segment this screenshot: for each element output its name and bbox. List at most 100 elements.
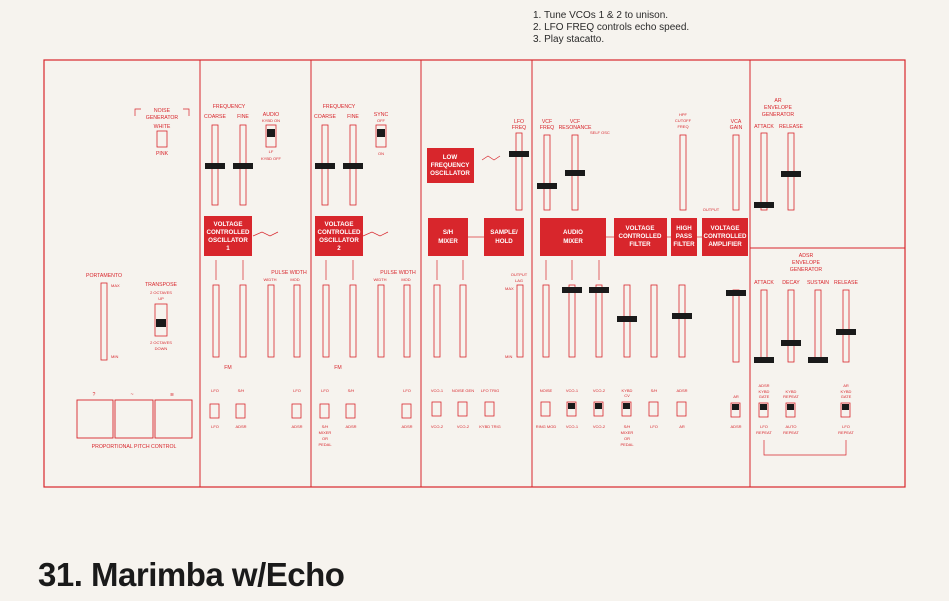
svg-text:FREQUENCY: FREQUENCY: [431, 162, 471, 169]
svg-text:RESONANCE: RESONANCE: [559, 125, 592, 131]
vca-section: VCA GAIN OUTPUT VOLTAGE CONTROLLED AMPLI…: [702, 119, 748, 429]
svg-text:VOLTAGE: VOLTAGE: [214, 221, 243, 228]
svg-text:ENVELOPE: ENVELOPE: [764, 105, 793, 111]
svg-text:DECAY: DECAY: [782, 280, 800, 286]
mixer-vco2-slider[interactable]: [595, 284, 603, 358]
svg-text:FREQUENCY: FREQUENCY: [323, 104, 356, 110]
portamento-slider[interactable]: [100, 282, 108, 361]
hpf-cutoff-slider[interactable]: [679, 134, 687, 211]
vca-mod-slider[interactable]: [732, 289, 740, 363]
pitch-pad-3[interactable]: [154, 399, 193, 439]
adsr-sustain-slider[interactable]: [814, 289, 822, 363]
svg-text:S/H: S/H: [348, 388, 355, 393]
sh-source-switch-2[interactable]: [457, 401, 468, 417]
vcf-mod-slider-2[interactable]: [650, 284, 658, 358]
svg-text:KYBD TRIG: KYBD TRIG: [479, 424, 501, 429]
mixer-vco1-slider[interactable]: [568, 284, 576, 358]
svg-text:MOD: MOD: [401, 277, 410, 282]
vca-gain-slider[interactable]: [732, 134, 740, 211]
sh-trigger-switch[interactable]: [484, 401, 495, 417]
svg-text:LF: LF: [269, 149, 274, 154]
svg-text:LFO: LFO: [760, 424, 768, 429]
svg-text:VCF: VCF: [570, 119, 580, 125]
svg-text:PASS: PASS: [676, 233, 692, 240]
adsr-repeat-switch[interactable]: [785, 402, 796, 418]
svg-text:ATTACK: ATTACK: [754, 124, 774, 130]
vco2-pw-width-slider[interactable]: [377, 284, 385, 358]
vco1-fm-source-switch-1[interactable]: [209, 403, 220, 419]
svg-text:LFO TRIG: LFO TRIG: [481, 388, 499, 393]
svg-text:GAIN: GAIN: [730, 125, 743, 131]
vco1-fm-slider-1[interactable]: [212, 284, 220, 358]
output-lag-slider[interactable]: [516, 284, 524, 358]
svg-text:OSCILLATOR: OSCILLATOR: [208, 237, 248, 244]
vcf-kybd-switch[interactable]: [621, 401, 632, 417]
svg-text:COARSE: COARSE: [204, 114, 226, 120]
noise-generator: NOISE GENERATOR WHITE PINK: [134, 108, 190, 157]
vco1-fm-source-switch-2[interactable]: [235, 403, 246, 419]
svg-text:MAX: MAX: [111, 283, 120, 288]
svg-text:AUDIO: AUDIO: [263, 112, 279, 118]
panel-frame: [43, 59, 906, 488]
adsr-decay-slider[interactable]: [787, 289, 795, 363]
vcf-env-switch[interactable]: [676, 401, 687, 417]
vca-box: [702, 218, 748, 256]
vco2-pw-mod-slider[interactable]: [403, 284, 411, 358]
svg-text:PULSE WIDTH: PULSE WIDTH: [380, 270, 416, 276]
svg-text:LFO: LFO: [321, 388, 329, 393]
svg-text:REPEAT: REPEAT: [756, 430, 772, 435]
pitch-pad-1[interactable]: [76, 399, 114, 439]
vcf-freq-slider[interactable]: [543, 134, 551, 211]
mixer-vco1-switch[interactable]: [566, 401, 577, 417]
mixer-noise-switch[interactable]: [540, 401, 551, 417]
svg-text:AR: AR: [774, 98, 781, 104]
vco2-pw-source-switch[interactable]: [401, 403, 412, 419]
svg-text:VOLTAGE: VOLTAGE: [626, 225, 655, 232]
vcf-sh-switch[interactable]: [648, 401, 659, 417]
svg-text:LFO: LFO: [293, 388, 301, 393]
svg-text:OUTPUT: OUTPUT: [703, 207, 720, 212]
transpose-switch[interactable]: [154, 303, 168, 337]
vco2-fm-source-switch-2[interactable]: [345, 403, 356, 419]
sh-source-switch-1[interactable]: [431, 401, 442, 417]
mixer-vco2-switch[interactable]: [593, 401, 604, 417]
sh-mixer-slider-1[interactable]: [433, 284, 441, 358]
adsr-trigger-switch[interactable]: [758, 402, 769, 418]
vco1-pw-width-slider[interactable]: [267, 284, 275, 358]
svg-text:GENERATOR: GENERATOR: [762, 112, 795, 118]
vcf-mod-slider-3[interactable]: [678, 284, 686, 358]
adsr-release-slider[interactable]: [842, 289, 850, 363]
vca-env-switch[interactable]: [730, 402, 741, 418]
ar-attack-slider[interactable]: [760, 132, 768, 211]
svg-text:HPF: HPF: [679, 112, 688, 117]
vco2-fm-source-switch-1[interactable]: [319, 403, 330, 419]
vco1-pw-source-switch[interactable]: [291, 403, 302, 419]
mixer-noise-slider[interactable]: [542, 284, 550, 358]
adsr-attack-slider[interactable]: [760, 289, 768, 363]
svg-text:S/H: S/H: [651, 388, 658, 393]
svg-text:VCO-1: VCO-1: [431, 388, 444, 393]
vco1-pw-mod-slider[interactable]: [293, 284, 301, 358]
svg-text:DOWN: DOWN: [155, 346, 168, 351]
vco1-range-switch[interactable]: [265, 124, 277, 148]
lfo-freq-slider[interactable]: [515, 132, 523, 211]
ar-trigger-switch[interactable]: [840, 402, 851, 418]
svg-text:PROPORTIONAL PITCH CONTROL: PROPORTIONAL PITCH CONTROL: [92, 444, 177, 450]
svg-text:OR: OR: [322, 436, 328, 441]
svg-text:OR: OR: [624, 436, 630, 441]
sh-mixer-slider-2[interactable]: [459, 284, 467, 358]
svg-text:VCA: VCA: [731, 119, 742, 125]
svg-text:AUDIO: AUDIO: [563, 229, 583, 236]
svg-text:UP: UP: [158, 296, 164, 301]
vco2-fm-slider-1[interactable]: [322, 284, 330, 358]
noise-color-switch[interactable]: [156, 130, 168, 148]
vco1-fm-slider-2[interactable]: [239, 284, 247, 358]
vco2-sync-switch[interactable]: [375, 124, 387, 148]
svg-text:LFO: LFO: [842, 424, 850, 429]
svg-text:TRANSPOSE: TRANSPOSE: [145, 282, 178, 288]
vco2-fm-slider-2[interactable]: [349, 284, 357, 358]
pitch-pad-2[interactable]: [114, 399, 154, 439]
svg-text:OSCILLATOR: OSCILLATOR: [319, 237, 359, 244]
svg-text:?: ?: [93, 392, 96, 398]
svg-text:FM: FM: [224, 365, 232, 371]
